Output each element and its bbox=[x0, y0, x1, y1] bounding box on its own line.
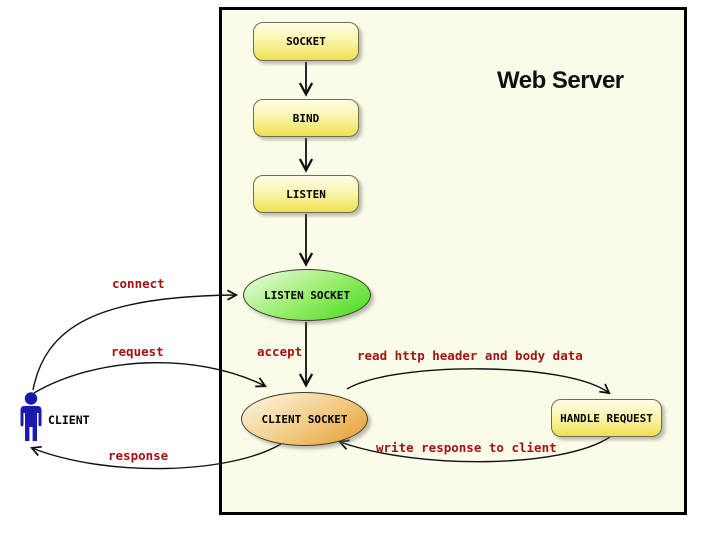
edge-label-read-http: read http header and body data bbox=[357, 348, 583, 363]
node-handle-request-label: HANDLE REQUEST bbox=[560, 411, 653, 425]
node-client-socket-label: CLIENT SOCKET bbox=[261, 412, 348, 426]
arrow-connect bbox=[32, 289, 239, 391]
node-listen-socket: LISTEN SOCKET bbox=[243, 269, 371, 321]
node-listen-socket-label: LISTEN SOCKET bbox=[263, 288, 351, 302]
diagram-title: Web Server bbox=[497, 67, 624, 94]
edge-label-response: response bbox=[108, 448, 169, 463]
node-bind: BIND bbox=[253, 99, 359, 137]
edge-label-write-response: write response to client bbox=[376, 440, 557, 455]
client-actor-label: CLIENT bbox=[48, 413, 90, 427]
node-client-socket: CLIENT SOCKET bbox=[241, 392, 368, 446]
client-person-icon bbox=[20, 392, 42, 441]
edge-label-accept: accept bbox=[257, 344, 303, 359]
node-socket-label: SOCKET bbox=[286, 35, 326, 48]
edge-label-connect: connect bbox=[112, 276, 165, 291]
node-handle-request: HANDLE REQUEST bbox=[551, 399, 662, 437]
node-listen: LISTEN bbox=[253, 175, 359, 213]
node-bind-label: BIND bbox=[292, 111, 320, 125]
node-socket: SOCKET bbox=[253, 22, 359, 61]
edge-label-request: request bbox=[111, 344, 164, 359]
node-listen-label: LISTEN bbox=[286, 187, 326, 201]
